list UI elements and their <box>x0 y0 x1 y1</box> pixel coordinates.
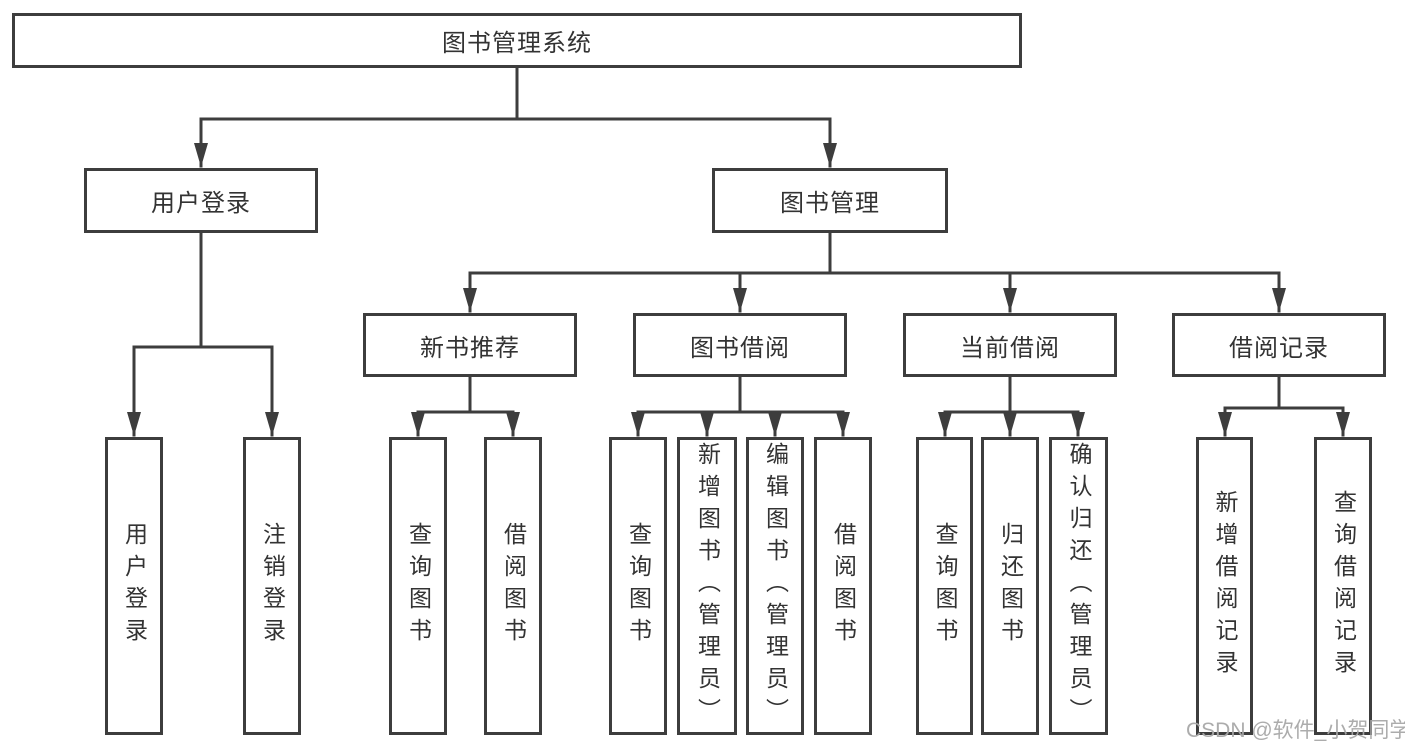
connector-root-to-level1 <box>194 66 837 168</box>
connector-bookmgmt-to-level2 <box>463 231 1286 313</box>
node-library-management-system: 图书管理系统 <box>12 13 1022 68</box>
connector-recommend-split <box>411 375 520 437</box>
leaf-edit-books-admin: 编辑图书（管理员） <box>746 437 804 735</box>
leaf-label: 借阅图书 <box>830 522 857 650</box>
leaf-confirm-return-admin: 确认归还（管理员） <box>1049 437 1108 735</box>
leaf-label: 归还图书 <box>997 522 1024 650</box>
leaf-add-books-admin: 新增图书（管理员） <box>677 437 737 735</box>
csdn-watermark: CSDN @软件_小贺同学 <box>1186 719 1405 742</box>
leaf-borrow-books-recommend: 借阅图书 <box>484 437 542 735</box>
node-new-book-recommend: 新书推荐 <box>363 313 577 377</box>
leaf-user-login: 用户登录 <box>105 437 163 735</box>
leaf-query-books-current: 查询图书 <box>916 437 973 735</box>
leaf-label: 借阅图书 <box>500 522 527 650</box>
leaf-label: 用户登录 <box>121 522 148 650</box>
leaf-label: 新增借阅记录 <box>1212 490 1238 682</box>
leaf-label: 查询图书 <box>625 522 652 650</box>
leaf-query-books-recommend: 查询图书 <box>389 437 447 735</box>
leaf-return-books: 归还图书 <box>981 437 1039 735</box>
node-book-borrow: 图书借阅 <box>633 313 847 377</box>
connector-borrow-split <box>631 375 850 437</box>
node-user-login-branch: 用户登录 <box>84 168 318 233</box>
node-borrow-records: 借阅记录 <box>1172 313 1386 377</box>
leaf-label: 注销登录 <box>259 522 286 650</box>
leaf-label: 查询借阅记录 <box>1330 490 1357 682</box>
connector-current-split <box>938 375 1085 437</box>
leaf-label: 查询图书 <box>405 522 432 650</box>
leaf-label: 新增图书（管理员） <box>694 442 721 730</box>
leaf-query-borrow-record: 查询借阅记录 <box>1314 437 1372 735</box>
leaf-label: 查询图书 <box>932 522 958 650</box>
leaf-query-books-borrow: 查询图书 <box>609 437 667 735</box>
leaf-logout: 注销登录 <box>243 437 301 735</box>
node-book-management: 图书管理 <box>712 168 948 233</box>
connector-records-split <box>1218 375 1350 437</box>
leaf-label: 编辑图书（管理员） <box>762 442 789 730</box>
leaf-borrow-books-borrow: 借阅图书 <box>814 437 872 735</box>
node-current-borrow: 当前借阅 <box>903 313 1117 377</box>
leaf-add-borrow-record: 新增借阅记录 <box>1196 437 1253 735</box>
leaf-label: 确认归还（管理员） <box>1066 442 1092 730</box>
connector-userlogin-split <box>127 230 279 437</box>
